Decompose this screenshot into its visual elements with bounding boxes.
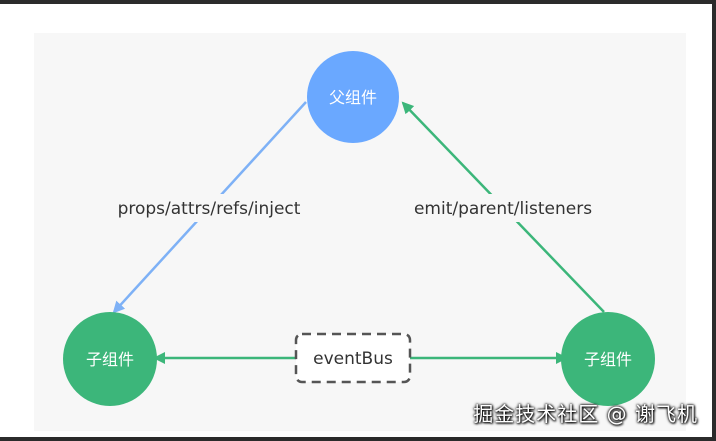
edge-label-props: props/attrs/refs/inject [118, 199, 301, 219]
left-child-node: 子组件 [63, 312, 157, 406]
right-child-node: 子组件 [561, 312, 655, 406]
left-child-node-label: 子组件 [86, 350, 134, 369]
event-bus-node: eventBus [294, 332, 412, 384]
bottom-frame-bar [0, 437, 716, 441]
edge-label-bg-right [412, 194, 594, 222]
watermark: 掘金技术社区 @ 谢飞机 [473, 402, 698, 426]
edge-label-emit: emit/parent/listeners [414, 199, 592, 219]
right-child-node-label: 子组件 [584, 350, 632, 369]
parent-node: 父组件 [307, 51, 399, 143]
top-frame-bar [0, 0, 716, 4]
edge-label-bg-left [110, 194, 308, 222]
parent-node-label: 父组件 [329, 88, 377, 107]
event-bus-label: eventBus [313, 349, 393, 369]
right-frame-bar [712, 0, 716, 441]
